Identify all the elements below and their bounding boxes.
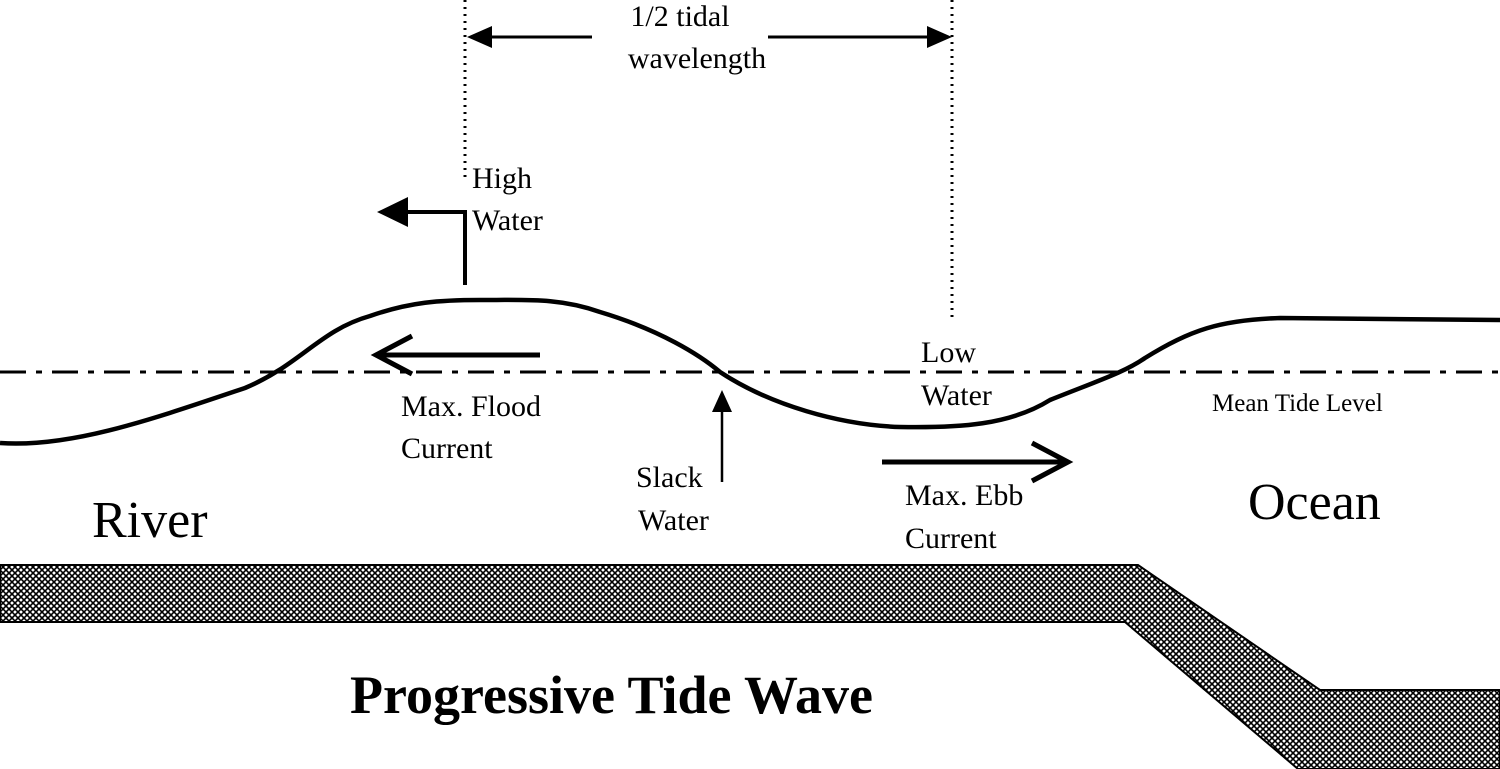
sea-bed-shelf — [0, 564, 1500, 769]
high-water-direction-arrow — [377, 197, 467, 285]
max-ebb-label-line2: Current — [905, 522, 997, 555]
half-wavelength-label-line1: 1/2 tidal — [630, 0, 729, 33]
tide-wave-surface — [0, 297, 1500, 446]
diagram-title: Progressive Tide Wave — [350, 665, 873, 725]
max-flood-label-line2: Current — [401, 432, 493, 465]
low-water-label-line2: Water — [921, 379, 992, 412]
half-wavelength-dimension-arrow — [467, 26, 952, 48]
river-label: River — [92, 492, 208, 549]
max-flood-label-line1: Max. Flood — [401, 390, 541, 423]
high-water-label-line1: High — [472, 162, 532, 195]
low-water-label-line1: Low — [921, 336, 976, 369]
half-wavelength-label-line2: wavelength — [628, 42, 766, 75]
max-ebb-current-arrow — [882, 440, 1074, 484]
slack-water-label-line2: Water — [638, 504, 709, 537]
slack-water-label-line1: Slack — [636, 461, 703, 494]
ocean-label: Ocean — [1248, 474, 1381, 531]
high-water-label-line2: Water — [472, 204, 543, 237]
max-ebb-label-line1: Max. Ebb — [905, 479, 1023, 512]
slack-water-arrow — [712, 390, 732, 482]
mean-tide-level-label: Mean Tide Level — [1212, 390, 1383, 417]
max-flood-current-arrow — [370, 333, 540, 377]
